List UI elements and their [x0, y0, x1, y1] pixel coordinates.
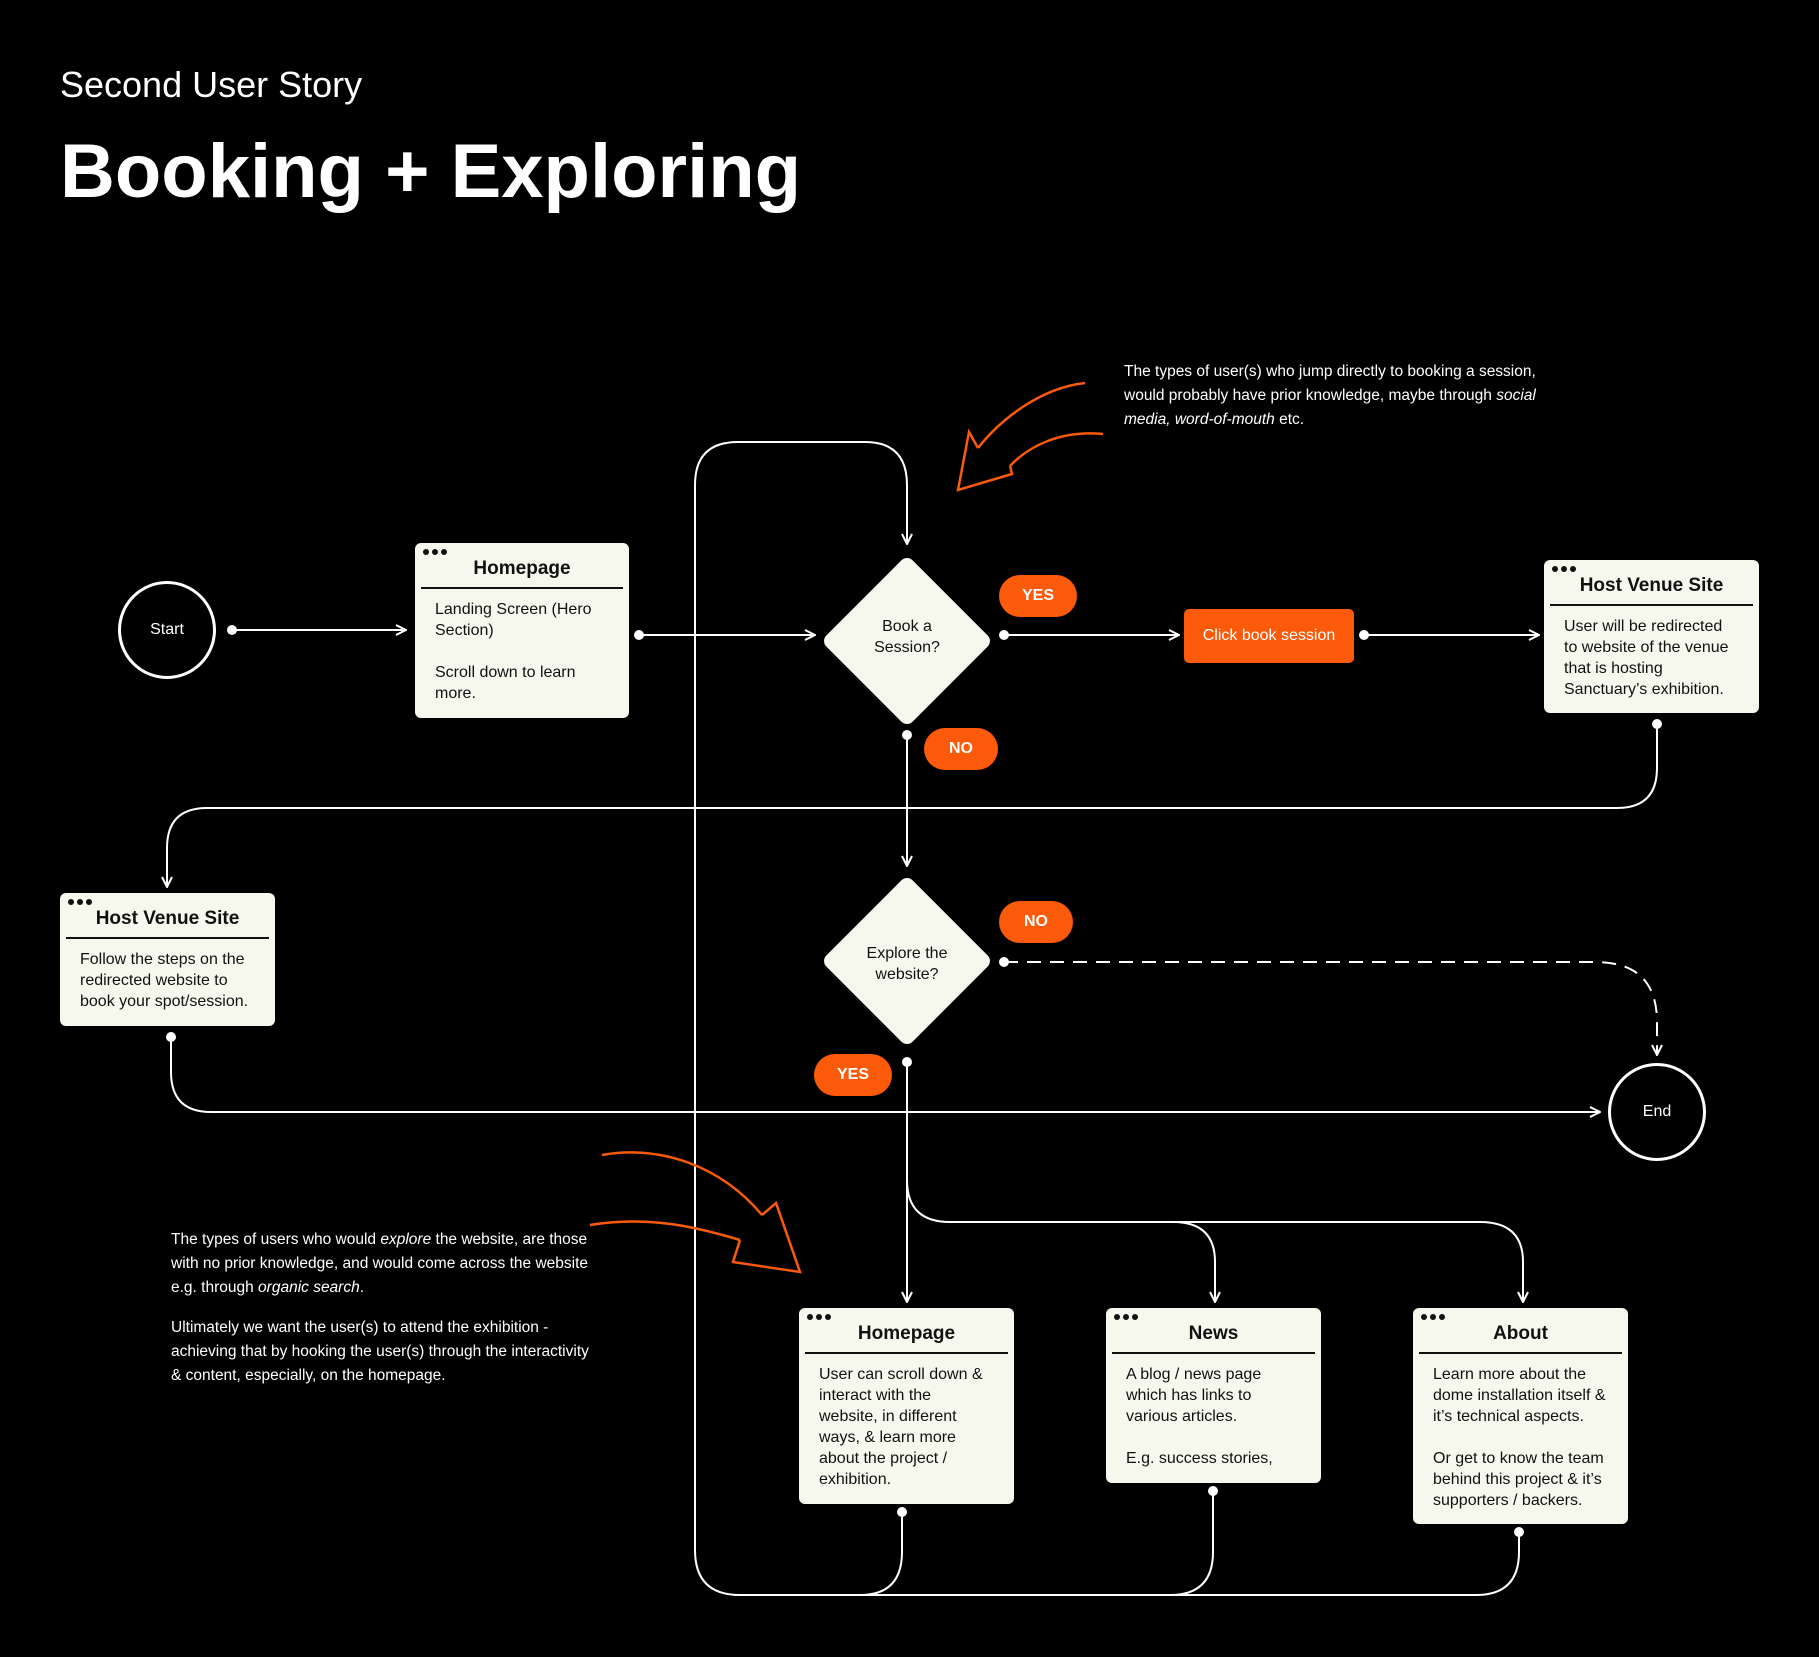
card-host-venue-redirect: Host Venue Site User will be redirected … — [1544, 560, 1759, 713]
window-dots-icon — [1552, 566, 1576, 572]
annotation-paragraph: Ultimately we want the user(s) to attend… — [171, 1319, 589, 1384]
no-badge: NO — [924, 728, 998, 770]
card-text: Or get to know the team behind this proj… — [1433, 1450, 1604, 1509]
card-text: Scroll down to learn more. — [435, 664, 576, 702]
card-text: A blog / news page which has links to va… — [1126, 1366, 1262, 1425]
page-title: Booking + Exploring — [60, 129, 802, 214]
connector-explore-no-dashed — [1004, 961, 1657, 1055]
end-label: End — [1642, 1103, 1672, 1120]
no-badge: NO — [999, 901, 1073, 943]
connector-hostvenue2-end — [170, 1037, 1600, 1112]
card-homepage-landing: Homepage Landing Screen (Hero Section) S… — [415, 543, 629, 718]
card-text: User will be redirected to website of th… — [1564, 618, 1729, 698]
card-text: Learn more about the dome installation i… — [1433, 1366, 1606, 1425]
window-dots-icon — [807, 1314, 831, 1320]
decision-book-diamond — [824, 558, 990, 724]
card-title: Homepage — [805, 1308, 1008, 1354]
card-text: Follow the steps on the redirected websi… — [80, 951, 249, 1010]
click-book-session-button: Click book session — [1184, 609, 1354, 663]
card-text: User can scroll down & interact with the… — [819, 1366, 983, 1488]
annotation-arrow-booking — [956, 381, 1104, 492]
annotation-booking-users: The types of user(s) who jump directly t… — [1124, 363, 1536, 428]
yes-badge: YES — [999, 575, 1077, 617]
annotation-explore-users: The types of users who would explore the… — [171, 1228, 601, 1404]
window-dots-icon — [423, 549, 447, 555]
card-host-venue-booking: Host Venue Site Follow the steps on the … — [60, 893, 275, 1026]
connector-news-loop — [860, 1491, 1214, 1596]
start-node: Start — [118, 581, 216, 679]
connector-hostvenue-to-hostvenue2 — [167, 724, 1658, 887]
card-title: News — [1112, 1308, 1315, 1354]
start-label: Start — [150, 621, 184, 638]
connector-branch-about — [1173, 1221, 1523, 1302]
end-node: End — [1608, 1063, 1706, 1161]
window-dots-icon — [1114, 1314, 1138, 1320]
decision-explore-diamond — [824, 878, 990, 1044]
window-dots-icon — [1421, 1314, 1445, 1320]
page-subtitle: Second User Story — [60, 64, 363, 105]
card-title: Homepage — [421, 543, 623, 589]
card-text: E.g. success stories, — [1126, 1450, 1273, 1467]
card-about: About Learn more about the dome installa… — [1413, 1308, 1628, 1524]
annotation-paragraph: The types of users who would explore the… — [171, 1231, 589, 1296]
card-homepage-explore: Homepage User can scroll down & interact… — [799, 1308, 1014, 1504]
window-dots-icon — [68, 899, 92, 905]
annotation-arrow-explore — [589, 1151, 802, 1274]
connector-about-loop — [1170, 1532, 1520, 1596]
card-text: Landing Screen (Hero Section) — [435, 601, 592, 639]
connector-loop-back — [694, 441, 907, 1596]
card-title: About — [1419, 1308, 1622, 1354]
decision-explore-label: Explore the website? — [866, 945, 948, 983]
card-title: Host Venue Site — [66, 893, 269, 939]
card-title: Host Venue Site — [1550, 560, 1753, 606]
decision-book-label: Book a Session? — [874, 618, 940, 656]
connector-branch-news — [906, 1179, 1215, 1302]
card-news: News A blog / news page which has links … — [1106, 1308, 1321, 1483]
yes-badge: YES — [814, 1054, 892, 1096]
